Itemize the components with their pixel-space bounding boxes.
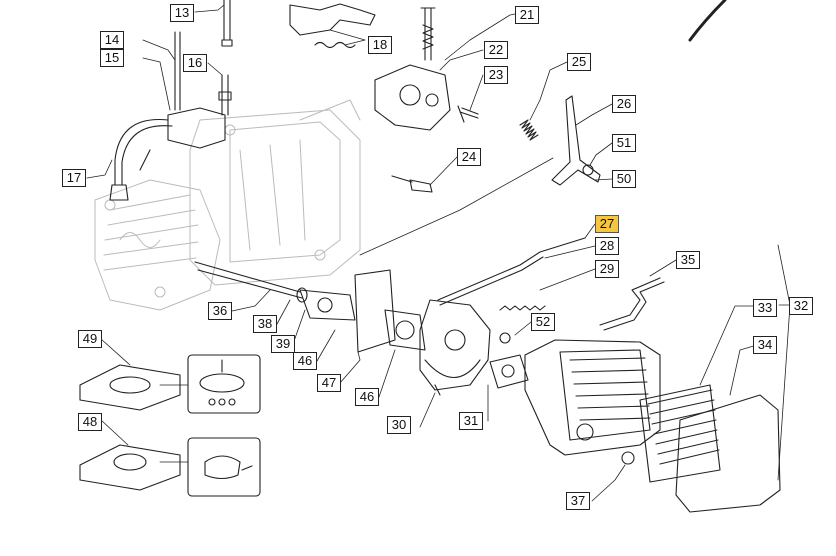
callout-50[interactable]: 50 bbox=[612, 170, 636, 188]
fuel-hose bbox=[688, 0, 727, 42]
part-25-spring bbox=[519, 119, 539, 141]
callout-32[interactable]: 32 bbox=[789, 297, 813, 315]
callout-27-highlighted[interactable]: 27 bbox=[595, 215, 619, 233]
callout-16[interactable]: 16 bbox=[183, 54, 207, 72]
callout-18[interactable]: 18 bbox=[368, 36, 392, 54]
callout-52[interactable]: 52 bbox=[531, 313, 555, 331]
part-39-spacer bbox=[299, 289, 356, 321]
callout-31[interactable]: 31 bbox=[459, 412, 483, 430]
part-37-knob bbox=[621, 451, 635, 465]
part-26-lever bbox=[551, 95, 601, 186]
part-23-screw bbox=[457, 105, 479, 123]
callout-26[interactable]: 26 bbox=[612, 95, 636, 113]
callout-23[interactable]: 23 bbox=[484, 66, 508, 84]
callout-25[interactable]: 25 bbox=[567, 53, 591, 71]
callout-46-upper[interactable]: 46 bbox=[293, 352, 317, 370]
callout-47[interactable]: 47 bbox=[317, 374, 341, 392]
part-33-filter-element bbox=[639, 384, 721, 483]
callout-15[interactable]: 15 bbox=[100, 49, 124, 67]
callout-35[interactable]: 35 bbox=[676, 251, 700, 269]
callout-34[interactable]: 34 bbox=[753, 336, 777, 354]
callout-28[interactable]: 28 bbox=[595, 237, 619, 255]
leader-lines bbox=[86, 4, 791, 502]
part-51-nut bbox=[582, 164, 594, 176]
part-27-rod bbox=[437, 237, 586, 306]
part-16-screw bbox=[218, 74, 232, 116]
kit-48-clamp-set bbox=[79, 444, 181, 491]
callout-29[interactable]: 29 bbox=[595, 260, 619, 278]
callout-39[interactable]: 39 bbox=[271, 335, 295, 353]
callout-48[interactable]: 48 bbox=[78, 413, 102, 431]
callout-38[interactable]: 38 bbox=[253, 315, 277, 333]
part-22-governor-bracket bbox=[374, 64, 451, 131]
part-47-insulator-plate bbox=[354, 269, 396, 353]
callout-21[interactable]: 21 bbox=[515, 6, 539, 24]
part-30-carburetor bbox=[419, 299, 491, 396]
callout-36[interactable]: 36 bbox=[208, 302, 232, 320]
callout-37[interactable]: 37 bbox=[566, 492, 590, 510]
part-24-bolt bbox=[391, 175, 433, 193]
part-18-bracket bbox=[289, 3, 376, 49]
part-21-spring bbox=[420, 7, 436, 61]
part-32-air-filter-base bbox=[524, 339, 661, 456]
callout-33[interactable]: 33 bbox=[753, 299, 777, 317]
callout-49[interactable]: 49 bbox=[78, 330, 102, 348]
callout-24[interactable]: 24 bbox=[457, 148, 481, 166]
part-52-screw bbox=[499, 332, 511, 344]
kit-48-inset bbox=[187, 437, 261, 497]
part-13-bolt bbox=[221, 0, 233, 47]
part-29-spring bbox=[499, 305, 546, 311]
callout-14[interactable]: 14 bbox=[100, 31, 124, 49]
part-15-ignition-coil bbox=[109, 31, 226, 201]
part-46-gasket bbox=[384, 309, 426, 351]
part-36-stud bbox=[194, 261, 308, 303]
callout-17[interactable]: 17 bbox=[62, 169, 86, 187]
engine-block bbox=[94, 99, 361, 311]
callout-13[interactable]: 13 bbox=[170, 4, 194, 22]
part-35-breather-tube bbox=[599, 277, 665, 331]
part-31-gasket bbox=[489, 354, 529, 389]
kit-49-gasket-set bbox=[79, 364, 181, 411]
callout-22[interactable]: 22 bbox=[484, 41, 508, 59]
kit-49-inset bbox=[187, 354, 261, 414]
part-34-filter-cover bbox=[675, 394, 781, 513]
callout-46-lower[interactable]: 46 bbox=[355, 388, 379, 406]
callout-30[interactable]: 30 bbox=[387, 416, 411, 434]
callout-51[interactable]: 51 bbox=[612, 134, 636, 152]
